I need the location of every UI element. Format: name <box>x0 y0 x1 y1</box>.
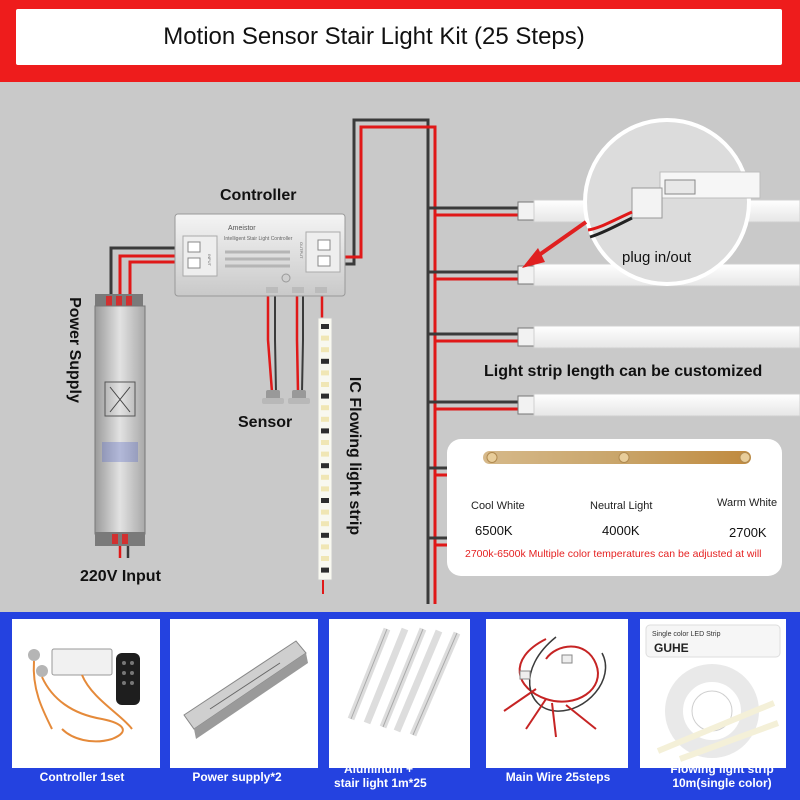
temperature-bar <box>483 451 751 464</box>
strip-inset-brand: GUHE <box>654 641 689 655</box>
product-label-flowing-strip: Flowing light strip 10m(single color) <box>652 762 792 790</box>
neutral-light-label: Neutral Light <box>590 500 653 512</box>
cool-white-label: Cool White <box>471 500 525 512</box>
page-title: Motion Sensor Stair Light Kit (25 Steps) <box>163 23 585 50</box>
ic-led <box>321 532 329 538</box>
custom-length-label: Light strip length can be customized <box>484 363 763 380</box>
light-strip-4 <box>517 393 800 417</box>
warm-dot <box>739 452 751 463</box>
ic-led <box>321 382 329 387</box>
ic-led <box>321 347 329 353</box>
controller-input-print: INPUT <box>207 254 212 267</box>
product-label-power-supply: Power supply*2 <box>192 770 282 784</box>
input-wires <box>118 546 130 558</box>
aluminum-label-line-2: stair light 1m*25 <box>334 776 427 790</box>
product-controller-image <box>12 619 160 768</box>
cool-white-kelvin: 6500K <box>475 523 513 538</box>
neutral-dot <box>618 452 630 463</box>
power-supply-label: Power Supply <box>66 297 83 403</box>
plug-label: plug in/out <box>622 249 692 266</box>
warm-white-kelvin: 2700K <box>729 525 767 540</box>
sensor-label: Sensor <box>238 414 293 431</box>
title-band: Motion Sensor Stair Light Kit (25 Steps) <box>0 0 800 82</box>
ic-led <box>321 324 329 329</box>
ic-led <box>321 567 329 573</box>
power-wires <box>109 246 190 297</box>
wiring-svg: Ameistor Intelligent Stair Light Control… <box>94 118 800 604</box>
neutral-light-kelvin: 4000K <box>602 523 640 538</box>
aluminum-label-line-1: Aluminum + <box>344 762 414 776</box>
flowing-label-line-1: Flowing light strip <box>670 762 774 776</box>
product-flowing-strip-image: Single color LED Strip GUHE <box>640 619 786 768</box>
controller-kit-picture <box>28 648 140 743</box>
input-label: 220V Input <box>80 568 161 585</box>
products-band: Single color LED Strip GUHE Controller 1… <box>0 612 800 800</box>
controller-model-print: Intelligent Stair Light Controller <box>224 236 293 242</box>
color-temperature-card: Cool White Neutral Light Warm White 6500… <box>447 439 782 576</box>
sensor-wires <box>266 290 324 393</box>
ic-led <box>321 405 329 411</box>
product-power-supply-image <box>170 619 318 768</box>
controller-label: Controller <box>220 187 297 204</box>
title-box: Motion Sensor Stair Light Kit (25 Steps) <box>16 9 782 65</box>
aluminum-strips-picture <box>347 627 461 737</box>
controller-box: Ameistor Intelligent Stair Light Control… <box>174 213 346 297</box>
sensor-2 <box>288 390 310 404</box>
ic-led <box>321 451 329 457</box>
plug-arrow <box>530 220 588 262</box>
ic-led <box>321 498 329 503</box>
strip-branches <box>428 206 518 547</box>
controller-brand-print: Ameistor <box>228 225 256 232</box>
strip-inset-title: Single color LED Strip <box>652 631 721 638</box>
product-aluminum-image <box>329 619 470 768</box>
ic-led <box>321 440 329 445</box>
plug-zoom-circle <box>583 118 761 286</box>
cool-dot <box>486 452 498 463</box>
controller-output-print: OUTPUT <box>299 242 304 259</box>
wiring-diagram: Ameistor Intelligent Stair Light Control… <box>0 82 800 612</box>
plug-arrow-head <box>522 248 545 268</box>
main-wire-picture <box>503 636 607 738</box>
ic-led <box>321 416 329 422</box>
ic-led <box>321 428 329 434</box>
ic-led <box>321 556 329 561</box>
power-supply-picture <box>183 640 308 739</box>
flowing-label-line-2: 10m(single color) <box>672 776 772 790</box>
ic-led <box>321 370 329 376</box>
sensor-1 <box>262 390 284 404</box>
ic-flowing-strip <box>317 317 333 594</box>
warm-white-label: Warm White <box>717 497 778 509</box>
product-label-controller: Controller 1set <box>39 770 125 784</box>
ic-led <box>321 521 329 527</box>
ic-led <box>321 393 329 399</box>
ic-led <box>321 463 329 469</box>
light-strip-3 <box>517 325 800 349</box>
ic-led <box>321 335 329 341</box>
product-main-wire-image <box>486 619 628 768</box>
ic-led <box>321 474 329 480</box>
ic-strip-label: IC Flowing light strip <box>346 376 363 536</box>
main-bus-wires <box>342 118 437 604</box>
ic-led <box>321 486 329 492</box>
flowing-strip-picture: Single color LED Strip GUHE <box>645 624 781 762</box>
power-supply-unit <box>94 294 146 546</box>
ic-led <box>321 358 329 364</box>
product-label-main-wire: Main Wire 25steps <box>505 770 611 784</box>
ic-led <box>321 509 329 515</box>
ic-led <box>321 544 329 550</box>
product-label-aluminum: Aluminum + stair light 1m*25 <box>334 762 454 790</box>
temperature-note: 2700k-6500k Multiple color temperatures … <box>465 548 762 560</box>
